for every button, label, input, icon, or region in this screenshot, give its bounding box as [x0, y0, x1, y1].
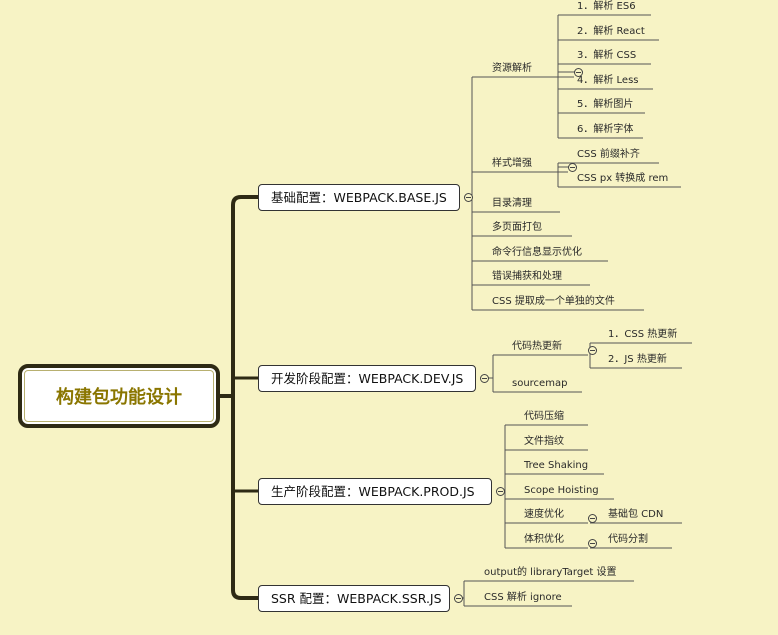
branch-topic-2[interactable]: 开发阶段配置：WEBPACK.DEV.JS: [258, 365, 476, 392]
branch-topic-1[interactable]: 基础配置：WEBPACK.BASE.JS: [258, 184, 460, 211]
collapse-toggle-icon[interactable]: [454, 594, 463, 603]
topic-b1-7[interactable]: CSS 提取成一个单独的文件: [492, 296, 615, 307]
topic-b4-1[interactable]: output的 libraryTarget 设置: [484, 567, 617, 578]
subtopic-b1-2-2[interactable]: CSS px 转换成 rem: [577, 173, 669, 184]
topic-b3-3[interactable]: Tree Shaking: [524, 460, 589, 471]
branch-curve: [231, 589, 258, 600]
branch-curve: [231, 195, 258, 206]
topic-b3-2[interactable]: 文件指纹: [524, 436, 564, 447]
collapse-toggle-icon[interactable]: [588, 539, 597, 548]
topic-b3-4[interactable]: Scope Hoisting: [524, 485, 599, 496]
subtopic-b1-1-2[interactable]: 2．解析 React: [577, 26, 645, 37]
collapse-toggle-icon[interactable]: [588, 514, 597, 523]
topic-b3-1[interactable]: 代码压缩: [524, 411, 564, 422]
collapse-toggle-icon[interactable]: [568, 163, 577, 172]
subtopic-b1-2-1[interactable]: CSS 前缀补齐: [577, 149, 640, 160]
subtopic-b1-1-5[interactable]: 5．解析图片: [577, 99, 634, 110]
collapse-toggle-icon[interactable]: [574, 68, 583, 77]
subtopic-b1-1-1[interactable]: 1．解析 ES6: [577, 1, 636, 12]
topic-b1-2[interactable]: 样式增强: [492, 158, 532, 169]
branch-topic-3[interactable]: 生产阶段配置：WEBPACK.PROD.JS: [258, 478, 492, 505]
topic-b2-1[interactable]: 代码热更新: [512, 341, 562, 352]
subtopic-b2-1-2[interactable]: 2．JS 热更新: [608, 354, 667, 365]
topic-b4-2[interactable]: CSS 解析 ignore: [484, 592, 562, 603]
subtopic-b1-1-3[interactable]: 3．解析 CSS: [577, 50, 637, 61]
subtopic-b3-5-1[interactable]: 基础包 CDN: [608, 509, 664, 520]
subtopic-b3-6-1[interactable]: 代码分割: [608, 534, 648, 545]
topic-b3-5[interactable]: 速度优化: [524, 509, 564, 520]
topic-b1-5[interactable]: 命令行信息显示优化: [492, 247, 582, 258]
collapse-toggle-icon[interactable]: [464, 193, 473, 202]
collapse-toggle-icon[interactable]: [480, 374, 489, 383]
topic-b3-6[interactable]: 体积优化: [524, 534, 564, 545]
collapse-toggle-icon[interactable]: [496, 487, 505, 496]
topic-b2-2[interactable]: sourcemap: [512, 378, 568, 389]
subtopic-b2-1-1[interactable]: 1．CSS 热更新: [608, 329, 678, 340]
topic-b1-6[interactable]: 错误捕获和处理: [492, 271, 562, 282]
topic-b1-3[interactable]: 目录清理: [492, 198, 532, 209]
root-topic[interactable]: 构建包功能设计: [18, 364, 220, 428]
collapse-toggle-icon[interactable]: [588, 346, 597, 355]
branch-topic-4[interactable]: SSR 配置：WEBPACK.SSR.JS: [258, 585, 450, 612]
subtopic-b1-1-4[interactable]: 4．解析 Less: [577, 75, 639, 86]
topic-b1-1[interactable]: 资源解析: [492, 63, 532, 74]
topic-b1-4[interactable]: 多页面打包: [492, 222, 542, 233]
subtopic-b1-1-6[interactable]: 6．解析字体: [577, 124, 634, 135]
